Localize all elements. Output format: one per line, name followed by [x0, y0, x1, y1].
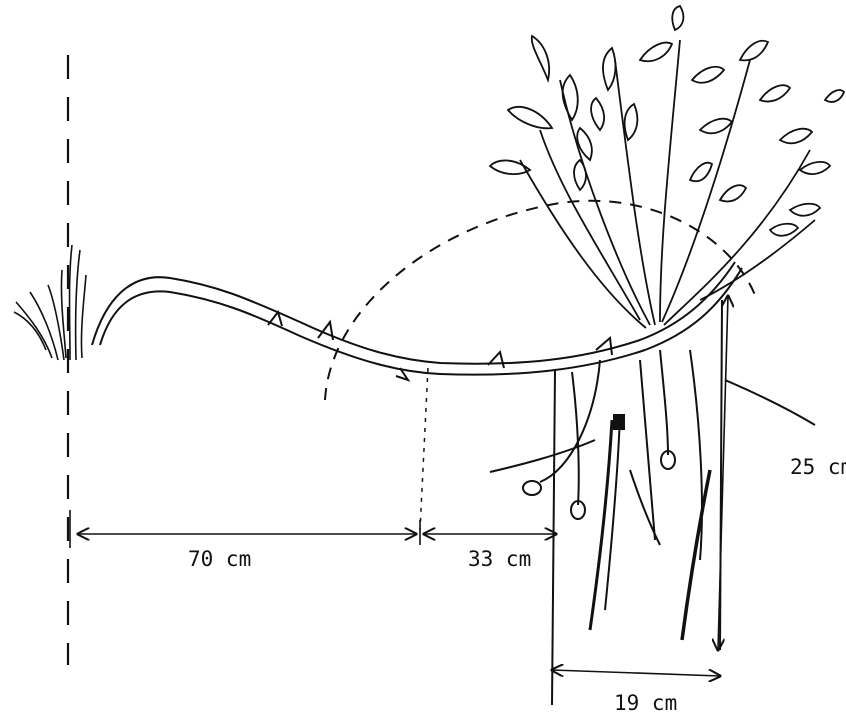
dimension-70cm-label: 70 cm [188, 547, 251, 571]
grass-tuft-left [14, 245, 86, 360]
dimension-33cm: 33 cm [424, 534, 556, 571]
dimension-25cm: 25 cm [718, 296, 846, 650]
dimension-19cm-arrow [552, 670, 720, 676]
runner-node-drop-line [420, 368, 428, 530]
dimension-19cm: 19 cm [552, 670, 720, 715]
shoot-cluster [490, 6, 844, 328]
dimension-25cm-label: 25 cm [790, 455, 846, 479]
dimension-25cm-arrow [718, 296, 728, 650]
dimension-33cm-label: 33 cm [468, 547, 531, 571]
dimension-70cm: 70 cm [70, 510, 420, 571]
dimension-19cm-label: 19 cm [614, 691, 677, 715]
runner-stem [92, 262, 742, 380]
